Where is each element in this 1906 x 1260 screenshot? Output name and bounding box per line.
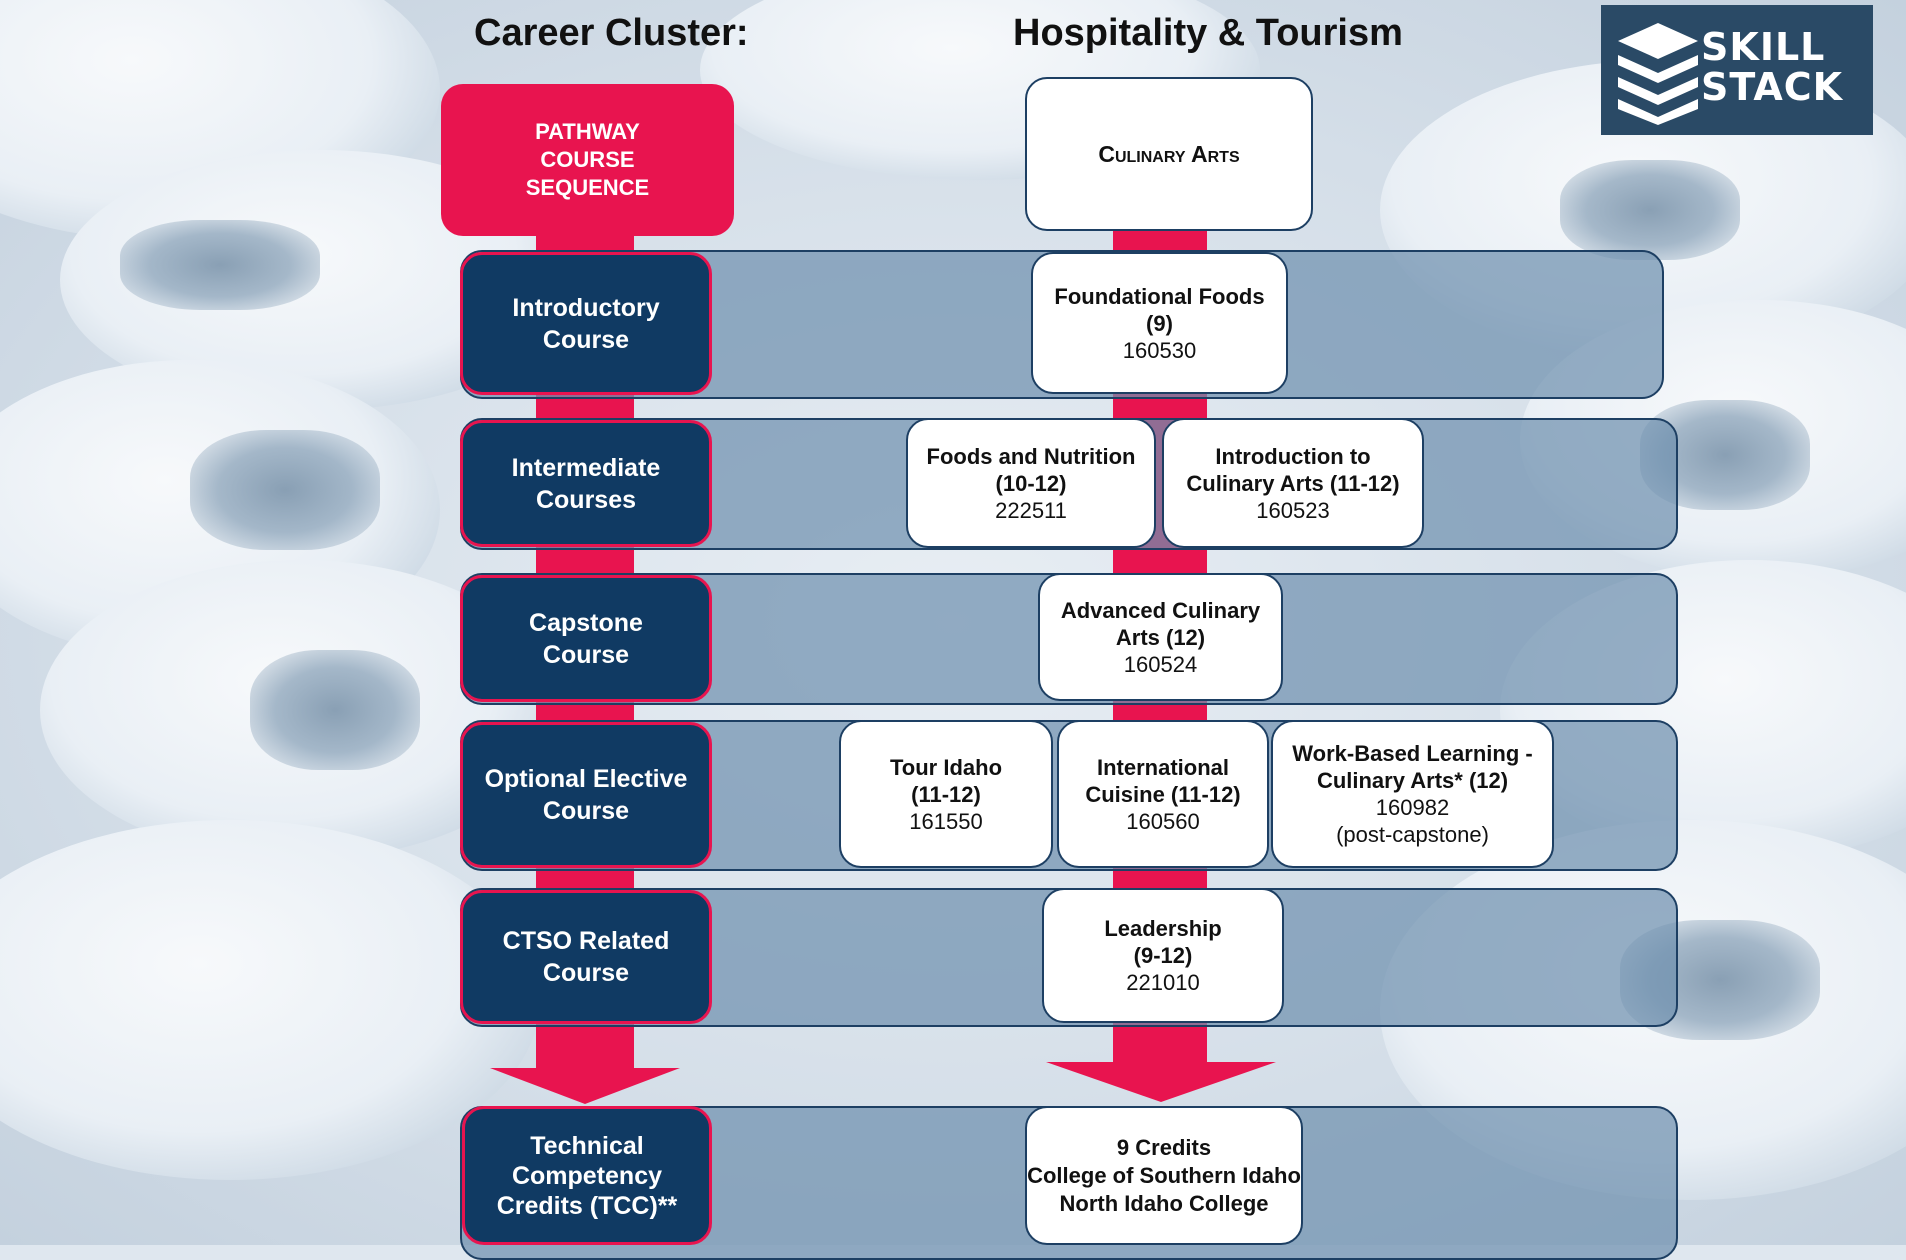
center-flow-arrow	[1046, 1062, 1276, 1102]
course-leadership: Leadership (9-12) 221010	[1042, 888, 1284, 1023]
course-foods-and-nutrition: Foods and Nutrition (10-12) 222511	[906, 418, 1156, 548]
logo-wordmark: SKILL STACK	[1701, 25, 1844, 109]
course-advanced-culinary-arts: Advanced Culinary Arts (12) 160524	[1038, 573, 1283, 701]
left-flow-arrow	[490, 1068, 680, 1104]
course-international-cuisine: International Cuisine (11-12) 160560	[1057, 720, 1269, 868]
course-tour-idaho: Tour Idaho (11-12) 161550	[839, 720, 1053, 868]
pathway-name: Culinary Arts	[1025, 77, 1313, 231]
cluster-label: Career Cluster:	[474, 12, 749, 54]
course-intro-culinary-arts: Introduction to Culinary Arts (11-12) 16…	[1162, 418, 1424, 548]
course-foundational-foods: Foundational Foods (9) 160530	[1031, 252, 1288, 394]
pathway-course-sequence-label: PATHWAY COURSE SEQUENCE	[441, 84, 734, 236]
cluster-name: Hospitality & Tourism	[1013, 12, 1403, 54]
tcc-credits-box: 9 Credits College of Southern Idaho Nort…	[1025, 1106, 1303, 1245]
stacked-layers-icon	[1618, 23, 1698, 125]
course-work-based-learning: Work-Based Learning - Culinary Arts* (12…	[1271, 720, 1554, 868]
skill-stack-logo: SKILL STACK	[1601, 5, 1873, 135]
